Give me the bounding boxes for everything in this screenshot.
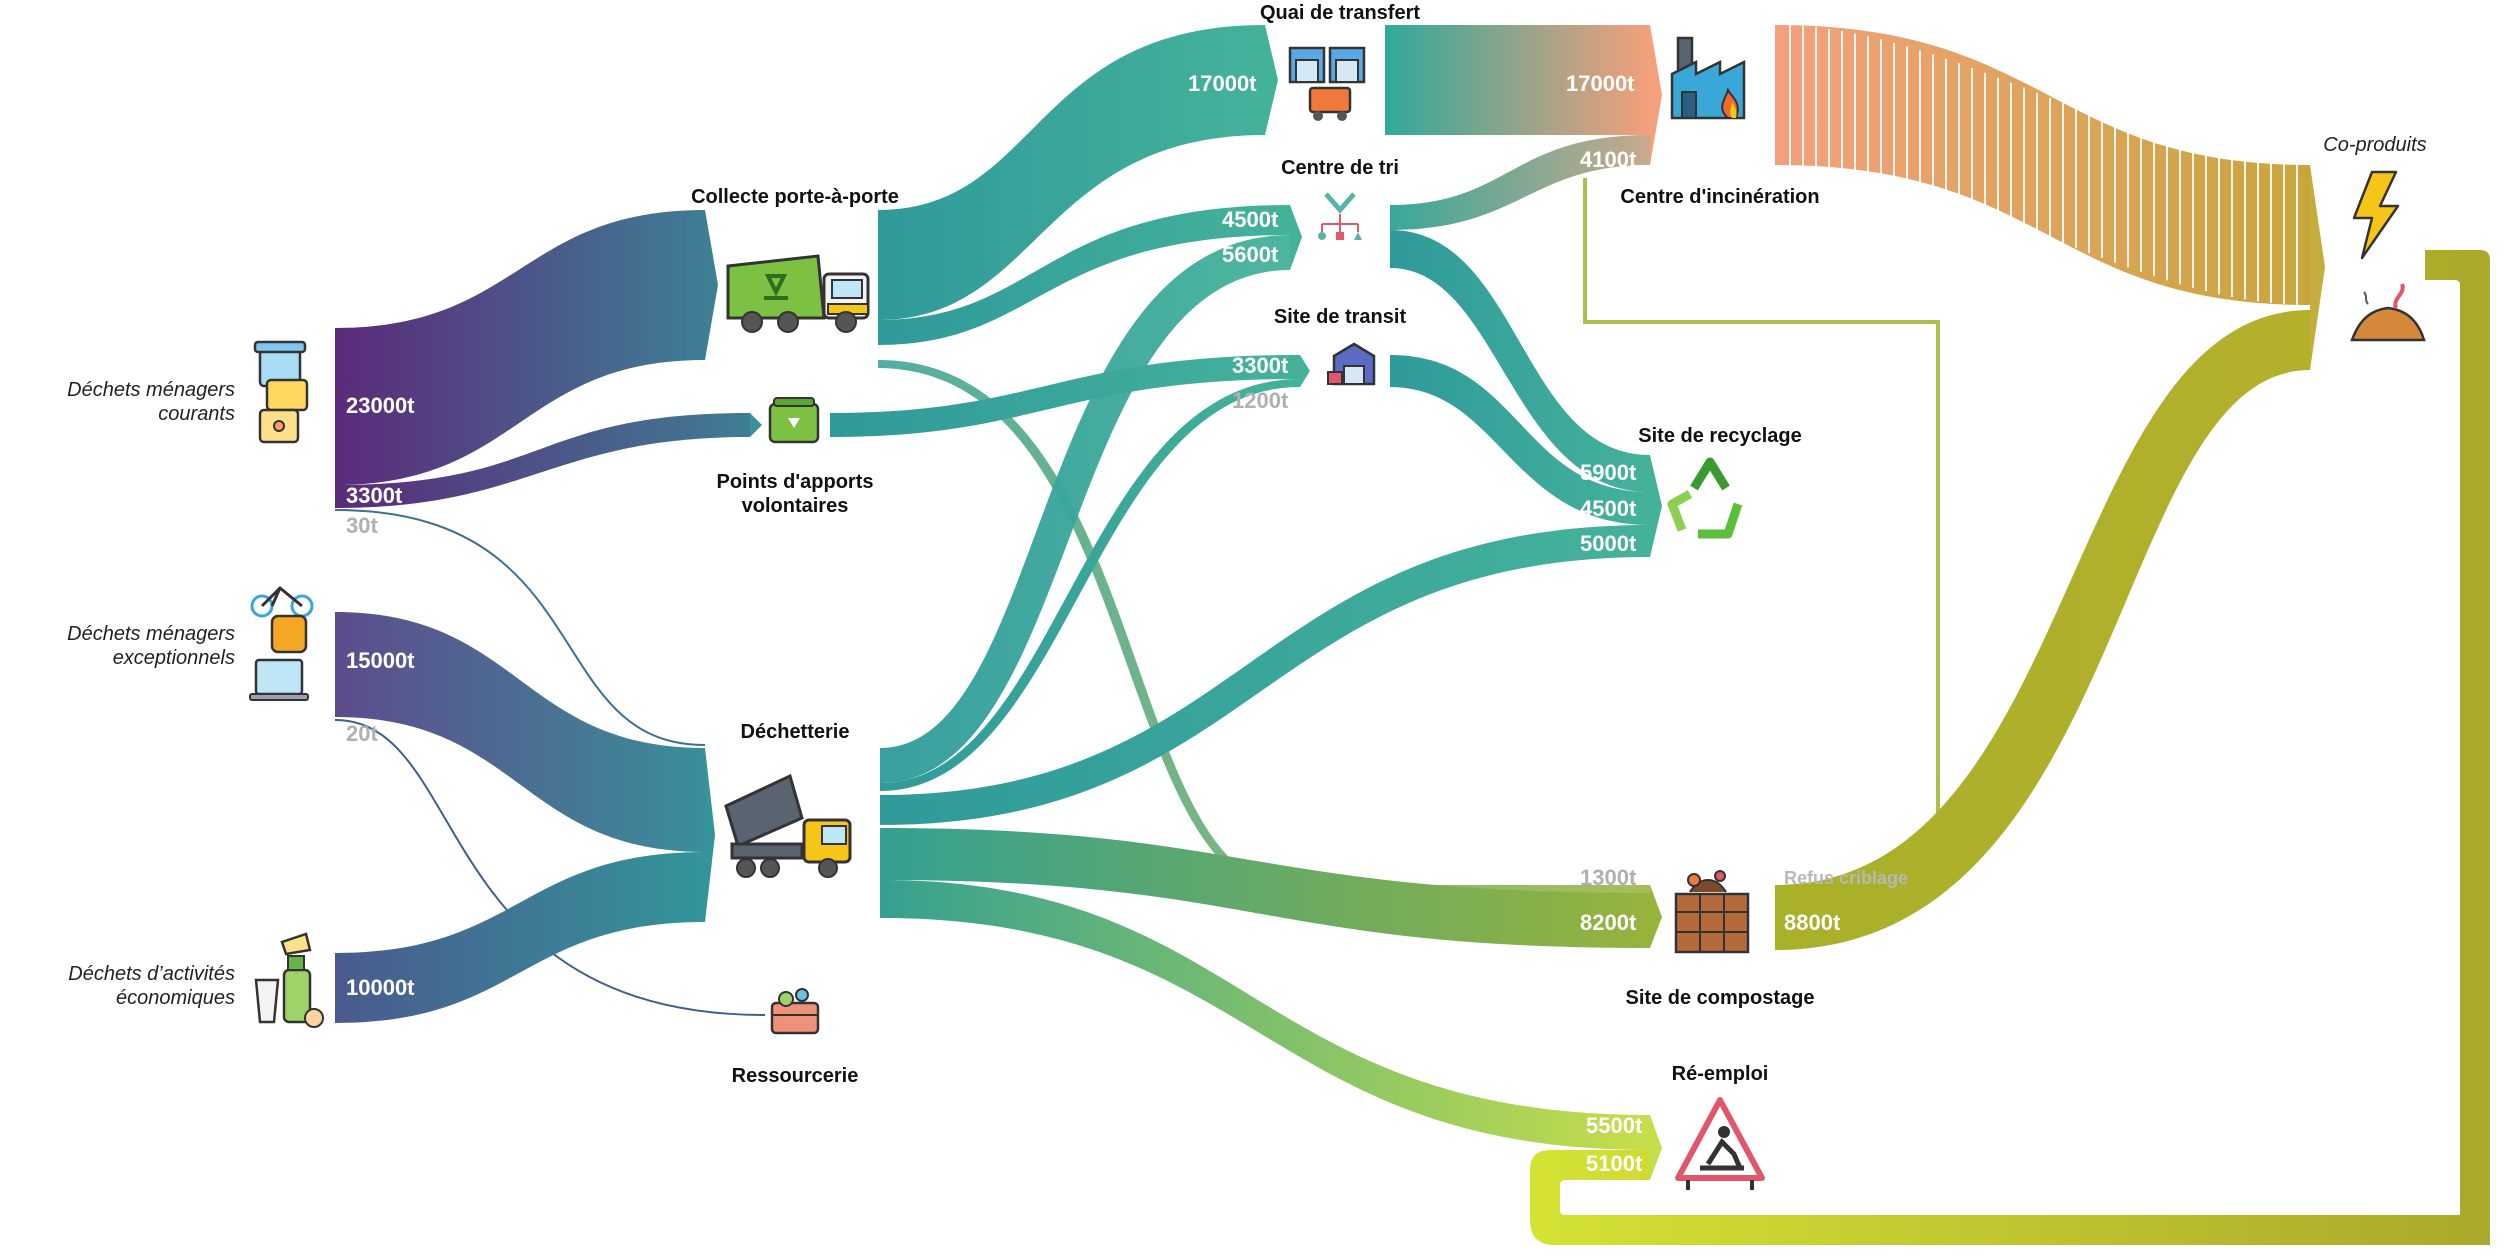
flow-economiques-dechetterie [335,852,705,1023]
node-coproduits-label: Co-produits [2323,134,2427,156]
value-incineration-in-a: 17000t [1566,71,1635,96]
crate-icon [770,988,820,1035]
source-menagers-courants: Déchets ménagers courants [67,379,235,425]
value-reemploi-in-a: 5500t [1586,1113,1643,1138]
compost-bin-icon [1674,870,1750,954]
bulky-items-icon [249,585,314,701]
green-container-icon [768,397,820,444]
value-compost-in-b: 8200t [1580,910,1637,935]
value-courants-pav: 3300t [346,483,403,508]
value-except-dechetterie: 15000t [346,648,415,673]
lightning-icon [2352,170,2400,260]
source-activites-economiques: Déchets d’activités économiques [68,963,235,1009]
value-quai-in: 17000t [1188,71,1257,96]
sorting-icon [1318,192,1362,240]
value-recyclage-in-b: 4500t [1580,496,1637,521]
value-eco-dechetterie: 10000t [346,975,415,1000]
flow-dechetterie-recyclage [880,525,1650,825]
dump-truck-icon [724,773,852,878]
flow-quai-incineration [1385,25,1650,135]
arrow-quai [1265,25,1278,135]
value-courants-collecte: 23000t [346,393,415,418]
node-recyclage-label: Site de recyclage [1638,425,1802,447]
flow-tri-incineration [1390,135,1650,230]
value-transit-in-b: 1200t [1232,388,1289,413]
refus-criblage-label: Refus criblage [1784,868,1908,888]
arrow-transit [1300,355,1310,387]
arrow-recyclage [1650,455,1662,557]
value-recyclage-in-a: 5900t [1580,460,1637,485]
flow-collecte-tri [878,205,1290,345]
flow-courants-collecte [335,210,705,485]
flow-exceptionnels-ressourcerie [334,719,766,1016]
arrow-coproduits [2310,165,2325,370]
arrow-compost [1650,885,1662,948]
household-waste-bins-icon [253,340,309,444]
value-reemploi-in-b: 5100t [1586,1151,1643,1176]
flow-exceptionnels-dechetterie [335,612,705,852]
flow-tri-recyclage [1390,230,1650,492]
value-tri-in-b: 5600t [1222,242,1279,267]
arrow-reemploi [1650,1115,1662,1180]
node-incineration-label: Centre d'incinération [1620,186,1820,208]
transit-warehouse-icon [1327,342,1376,386]
value-except-ressourcerie: 20t [346,721,378,746]
cleaning-supplies-icon [254,932,324,1028]
value-compost-in-a: 1300t [1580,865,1637,890]
recycle-icon [1667,457,1743,539]
flow-dechetterie-compost [880,828,1650,948]
node-ressourcerie-label: Ressourcerie [731,1065,859,1087]
arrow-dechetterie [705,748,715,922]
arrow-collecte [705,210,718,360]
value-courants-ressourcerie: 30t [346,513,378,538]
flow-courants-pav [335,413,750,508]
arrow-incineration [1650,25,1662,165]
node-collecte-label: Collecte porte-à-porte [691,186,899,208]
arrow-pav [750,413,762,437]
incineration-stripes [1789,25,2298,305]
node-transit-label: Site de transit [1273,306,1407,328]
node-compostage-label: Site de compostage [1625,987,1815,1009]
garbage-truck-icon [726,254,870,333]
flow-transit-recyclage [1390,355,1650,525]
flow-courants-ressourcerie [334,509,706,746]
node-quai-label: Quai de transfert [1259,2,1421,24]
flow-incineration-coproduits [1775,25,2310,305]
warehouse-truck-icon [1288,46,1366,121]
value-incineration-in-b: 4100t [1580,147,1637,172]
node-reemploi-label: Ré-emploi [1671,1063,1769,1085]
node-pav-label: Points d'apports volontaires [716,471,874,517]
factory-fire-icon [1670,36,1746,120]
node-dechetterie-label: Déchetterie [740,721,850,743]
flow-collecte-quai [878,25,1265,320]
arrow-tri [1290,205,1302,270]
value-transit-in-a: 3300t [1232,353,1289,378]
flow-pav-transit [830,355,1300,437]
value-compost-out: 8800t [1784,910,1841,935]
node-tri-label: Centre de tri [1281,157,1399,179]
flow-incineration-refus-line [1583,178,1940,885]
value-tri-in-a: 4500t [1222,207,1279,232]
source-menagers-exceptionnels: Déchets ménagers exceptionnels [67,623,235,669]
compost-pile-icon [2350,283,2426,342]
flow-compost-coproduits [1775,310,2310,950]
roadworks-sign-icon [1675,1097,1765,1190]
flow-dechetterie-reemploi [880,880,1650,1150]
value-recyclage-in-c: 5000t [1580,531,1637,556]
